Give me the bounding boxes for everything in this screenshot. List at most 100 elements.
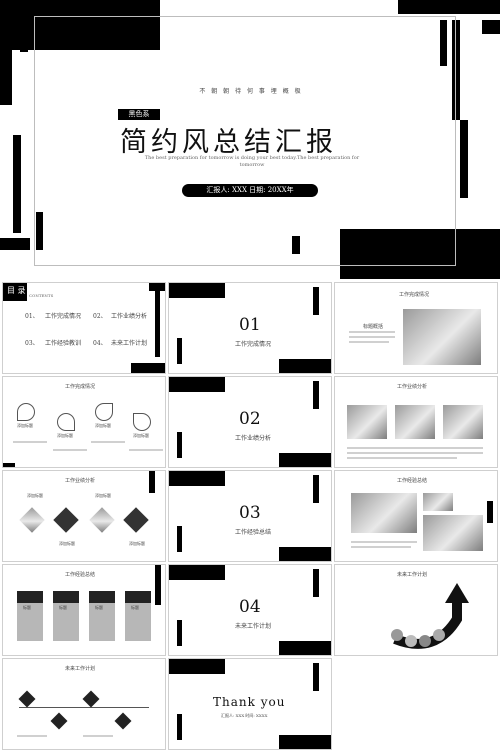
toc-item-no: 01、 — [25, 313, 39, 320]
section-slide-04: 04 未来工作计划 — [168, 564, 332, 656]
diamond-label: 添加标题 — [27, 493, 43, 498]
cover-frame — [34, 16, 456, 266]
cover-bar — [0, 238, 30, 250]
slide-title: 工作经验总结 — [65, 572, 96, 578]
section-number: 04 — [239, 597, 261, 617]
content-slide-8: 未来工作计划 — [2, 658, 166, 750]
slide-title: 工作业绩分析 — [65, 478, 96, 484]
toc-item-no: 02、 — [93, 313, 107, 320]
timeline-line — [19, 707, 149, 708]
content-slide-2: 工作完成情况 添加标题 添加标题 添加标题 添加标题 — [2, 376, 166, 468]
text-line — [83, 735, 113, 737]
card-header — [53, 591, 79, 603]
diamond-label: 添加标题 — [129, 541, 145, 546]
photo-main — [351, 493, 417, 533]
cover-bar — [440, 20, 447, 66]
section-label: 未来工作计划 — [235, 623, 272, 630]
text-line — [347, 457, 457, 459]
section-label: 工作经验总结 — [235, 529, 272, 536]
toc-block — [149, 283, 165, 291]
cover-subtitle: The best preparation for tomorrow is doi… — [144, 155, 360, 168]
cover-bar — [0, 50, 12, 105]
section-slide-01: 01 工作完成情况 — [168, 282, 332, 374]
cover-bar — [13, 135, 21, 233]
section-bar — [313, 663, 319, 691]
content-slide-5: 工作经验总结 — [334, 470, 498, 562]
cover-block-bottom-right — [340, 229, 500, 279]
section-block — [279, 359, 331, 373]
section-slide-02: 02 工作业绩分析 — [168, 376, 332, 468]
text-line — [351, 546, 411, 548]
text-line — [129, 449, 163, 451]
slide-title: 未来工作计划 — [65, 666, 96, 672]
diamond-icon — [123, 507, 149, 533]
toc-item-no: 03、 — [25, 340, 39, 347]
cover-reporter-bar: 汇报人: XXX 日期: 20XX年 — [182, 184, 318, 197]
text-line — [349, 331, 395, 333]
section-bar — [313, 287, 319, 315]
photo-thumb — [395, 405, 435, 439]
text-line — [91, 441, 125, 443]
diamond-photo — [89, 507, 115, 533]
content-slide-4: 工作业绩分析 添加标题 添加标题 添加标题 添加标题 — [2, 470, 166, 562]
cover-block-top-right — [398, 0, 500, 14]
toc-block — [131, 363, 165, 373]
section-bar — [177, 526, 182, 552]
diamond-icon — [50, 712, 68, 730]
text-line — [351, 541, 417, 543]
section-bar — [313, 475, 319, 503]
toc-item-label: 工作业绩分析 — [111, 313, 148, 320]
bubble-shape — [17, 403, 35, 421]
slide-bar — [149, 471, 155, 493]
toc-item-no: 04、 — [93, 340, 107, 347]
section-block — [169, 377, 225, 392]
card-header — [17, 591, 43, 603]
slide-title: 工作完成情况 — [65, 384, 96, 390]
thank-you-slide: Thank you 汇报人: XXX 时间: XXXX — [168, 658, 332, 750]
arrow-curve-graphic — [391, 583, 469, 649]
diamond-photo — [19, 507, 45, 533]
section-block — [279, 453, 331, 467]
content-slide-1: 工作完成情况 标题概括 — [334, 282, 498, 374]
section-number: 03 — [239, 503, 261, 523]
bubble-shape — [57, 413, 75, 431]
toc-item-label: 工作经验教训 — [45, 340, 82, 347]
section-bar — [177, 620, 182, 646]
photo-thumb — [423, 493, 453, 511]
text-line — [347, 452, 483, 454]
desk-photo — [403, 309, 481, 365]
bubble-shape — [133, 413, 151, 431]
bubble-label: 添加标题 — [95, 423, 111, 428]
card-header — [89, 591, 115, 603]
card-label: 标题 — [59, 605, 67, 610]
slide-bar — [487, 501, 493, 523]
section-block — [169, 283, 225, 298]
cover-bar — [20, 20, 28, 52]
diamond-label: 添加标题 — [59, 541, 75, 546]
section-slide-03: 03 工作经验总结 — [168, 470, 332, 562]
thank-you-subtitle: 汇报人: XXX 时间: XXXX — [221, 713, 268, 718]
text-line — [349, 336, 395, 338]
toc-item-label: 未来工作计划 — [111, 340, 148, 347]
section-number: 02 — [239, 409, 261, 429]
card-label: 标题 — [23, 605, 31, 610]
photo-thumb — [347, 405, 387, 439]
bubble-label: 添加标题 — [133, 433, 149, 438]
slide-block — [3, 463, 15, 467]
card-label: 标题 — [131, 605, 139, 610]
content-slide-6: 工作经验总结 标题 标题 标题 标题 — [2, 564, 166, 656]
text-line — [53, 449, 87, 451]
section-number: 01 — [239, 315, 261, 335]
bubble-label: 添加标题 — [17, 423, 33, 428]
cover-title: 简约风总结汇报 — [120, 127, 337, 158]
slide-title: 工作经验总结 — [397, 478, 428, 484]
diamond-icon — [82, 690, 100, 708]
cover-bar — [460, 120, 468, 198]
content-slide-7: 未来工作计划 — [334, 564, 498, 656]
section-block — [169, 659, 225, 674]
diamond-icon — [53, 507, 79, 533]
text-line — [17, 735, 47, 737]
section-bar — [177, 432, 182, 458]
section-bar — [313, 381, 319, 409]
toc-slide: 目 录 CONTENTS 01、 工作完成情况 02、 工作业绩分析 03、 工… — [2, 282, 166, 374]
